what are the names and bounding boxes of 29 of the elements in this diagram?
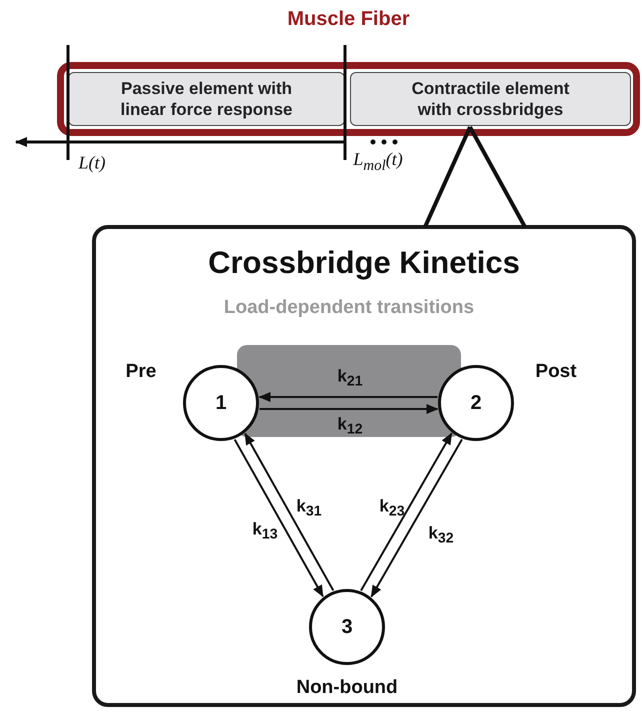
reaction-arrow bbox=[260, 404, 438, 414]
rate-label: k$_{23}$ bbox=[379, 496, 405, 520]
reaction-arrow bbox=[244, 432, 334, 591]
rate-label: k$_{13}$ bbox=[252, 519, 278, 543]
rate-label: k$_{31}$ bbox=[296, 496, 322, 520]
callout-tail bbox=[423, 125, 527, 229]
rate-label: k$_{12}$ bbox=[337, 414, 363, 438]
state-number: 3 bbox=[341, 616, 353, 638]
rate-label: k$_{21}$ bbox=[337, 366, 363, 390]
state-caption: Pre bbox=[126, 361, 156, 383]
state-number: 1 bbox=[215, 392, 227, 414]
reaction-arrow bbox=[258, 392, 438, 402]
fiber-heading: Muscle Fiber bbox=[286, 8, 411, 31]
element-text: Contractile element with crossbridges bbox=[410, 78, 570, 120]
state-caption: Post bbox=[535, 361, 577, 383]
element-box bbox=[68, 72, 345, 126]
state-number: 2 bbox=[470, 392, 482, 414]
reaction-arrow bbox=[370, 438, 463, 598]
reaction-arrow bbox=[234, 439, 324, 598]
element-text: Passive element with linear force response bbox=[120, 78, 294, 120]
reaction-arrow bbox=[360, 432, 452, 592]
length-label: L(t) bbox=[78, 152, 106, 174]
state-caption: Non-bound bbox=[296, 677, 398, 699]
kinetics-heading: Crossbridge Kinetics bbox=[207, 245, 521, 281]
subheading: Load-dependent transitions bbox=[224, 297, 474, 319]
element-box bbox=[350, 72, 631, 126]
length-label: L$_{mol}$(t) bbox=[353, 149, 403, 175]
callout-bubble bbox=[92, 225, 636, 707]
rate-label: k$_{32}$ bbox=[428, 523, 454, 547]
